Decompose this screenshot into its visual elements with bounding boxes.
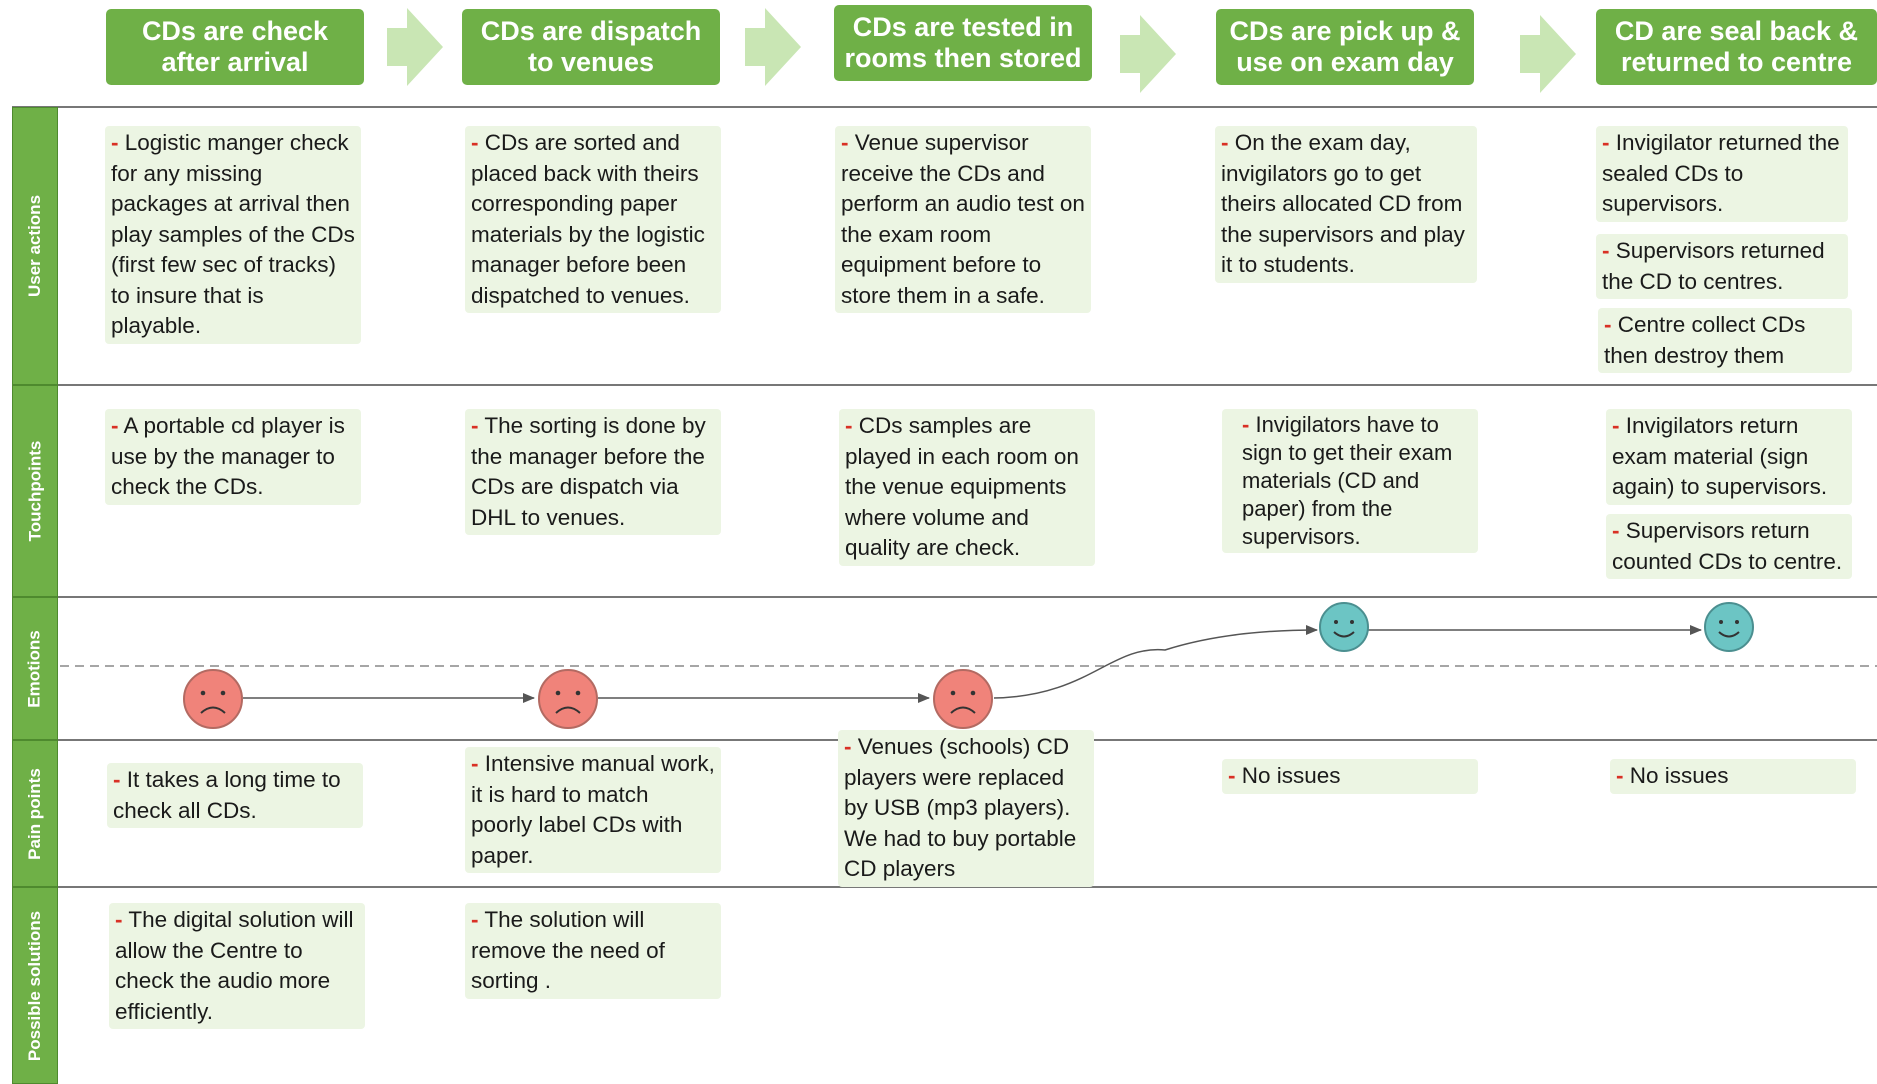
- pain-point-card-4: - No issues: [1222, 759, 1478, 794]
- lane-divider-2: [12, 596, 1877, 598]
- lane-label-touchpoints: Touchpoints: [12, 385, 58, 597]
- happy-face-icon-1: [1319, 602, 1369, 652]
- user-action-card-3: - Venue supervisor receive the CDs and p…: [835, 126, 1091, 313]
- stage-header-5: CD are seal back & returned to centre: [1596, 9, 1877, 85]
- solution-card-2: - The solution will remove the need of s…: [465, 903, 721, 999]
- pain-point-card-3: - Venues (schools) CD players were repla…: [838, 730, 1094, 887]
- lane-label-emotions: Emotions: [12, 597, 58, 740]
- sad-face-icon-2: [538, 669, 598, 729]
- lane-divider-4: [12, 886, 1877, 888]
- touchpoint-card-2: - The sorting is done by the manager bef…: [465, 409, 721, 535]
- touchpoint-card-6: - Supervisors return counted CDs to cent…: [1606, 514, 1852, 579]
- lane-label-pain-points: Pain points: [12, 740, 58, 887]
- pain-point-card-5: - No issues: [1610, 759, 1856, 794]
- stage-arrow-4: [1520, 15, 1576, 93]
- stage-arrow-2: [745, 8, 801, 86]
- user-action-card-5: - Invigilator returned the sealed CDs to…: [1596, 126, 1848, 222]
- sad-face-icon-1: [183, 669, 243, 729]
- stage-arrow-1: [387, 8, 443, 86]
- stage-header-2: CDs are dispatch to venues: [462, 9, 720, 85]
- stage-arrow-3: [1120, 15, 1176, 93]
- touchpoint-card-4: - Invigilators have to sign to get their…: [1222, 409, 1478, 553]
- user-action-card-6: - Supervisors returned the CD to centres…: [1596, 234, 1848, 299]
- lane-label-user-actions: User actions: [12, 107, 58, 385]
- user-action-card-2: - CDs are sorted and placed back with th…: [465, 126, 721, 313]
- user-action-card-4: - On the exam day, invigilators go to ge…: [1215, 126, 1477, 283]
- pain-point-card-1: - It takes a long time to check all CDs.: [107, 763, 363, 828]
- user-action-card-7: - Centre collect CDs then destroy them: [1598, 308, 1852, 373]
- sad-face-icon-3: [933, 669, 993, 729]
- pain-point-card-2: - Intensive manual work, it is hard to m…: [465, 747, 721, 873]
- stage-header-4: CDs are pick up & use on exam day: [1216, 9, 1474, 85]
- user-action-card-1: - Logistic manger check for any missing …: [105, 126, 361, 344]
- lane-divider-1: [12, 384, 1877, 386]
- stage-header-1: CDs are check after arrival: [106, 9, 364, 85]
- touchpoint-card-1: - A portable cd player is use by the man…: [105, 409, 361, 505]
- touchpoint-card-3: - CDs samples are played in each room on…: [839, 409, 1095, 566]
- touchpoint-card-5: - Invigilators return exam material (sig…: [1606, 409, 1852, 505]
- lane-label-possible-solutions: Possible solutions: [12, 887, 58, 1084]
- happy-face-icon-2: [1704, 602, 1754, 652]
- lane-divider-top: [12, 106, 1877, 108]
- solution-card-1: - The digital solution will allow the Ce…: [109, 903, 365, 1029]
- stage-header-3: CDs are tested in rooms then stored: [834, 5, 1092, 81]
